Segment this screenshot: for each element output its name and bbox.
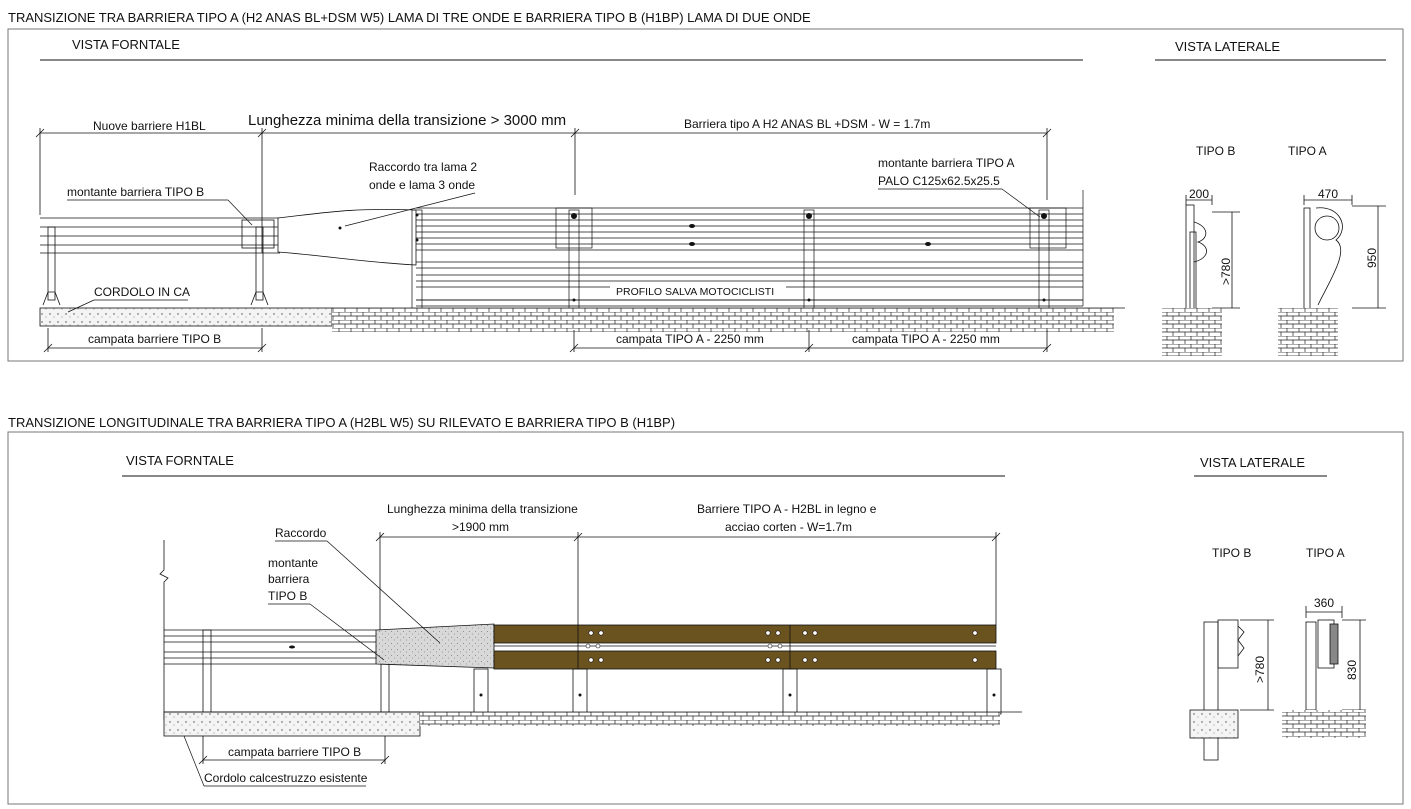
label-post-a-2: PALO C125x62.5x25.5 [878, 174, 1000, 188]
dim-type-a-2a: Barriere TIPO A - H2BL in legno e [697, 502, 877, 516]
side-view-b [1185, 195, 1240, 318]
type-b-barrier [40, 190, 280, 306]
label-post-a-1: montante barriera TIPO A [878, 156, 1015, 170]
dim-min-length-2a: Lunghezza minima della transizione [387, 502, 578, 516]
side-tipo-a: TIPO A [1288, 144, 1327, 158]
label-curb-2: Cordolo calcestruzzo esistente [204, 771, 368, 785]
section-2: TRANSIZIONE LONGITUDINALE TRA BARRIERA T… [7, 415, 1404, 805]
dim-span-b: campata barriere TIPO B [88, 332, 221, 346]
side-dim-780-top: >780 [1219, 258, 1233, 285]
section-1: TRANSIZIONE TRA BARRIERA TIPO A (H2 ANAS… [7, 10, 1404, 362]
section-1-title: TRANSIZIONE TRA BARRIERA TIPO A (H2 ANAS… [8, 10, 811, 25]
dim-span-b-2: campata barriere TIPO B [228, 745, 361, 759]
dim-span-a2: campata TIPO A - 2250 mm [852, 332, 1000, 346]
side-ground-a [1278, 308, 1338, 356]
side-view-a [1303, 195, 1386, 321]
label-post-b: montante barriera TIPO B [67, 185, 204, 199]
dim-type-a: Barriera tipo A H2 ANAS BL +DSM - W = 1.… [684, 117, 930, 131]
transition-piece [277, 209, 417, 266]
bottom-dimension-2 [198, 736, 390, 765]
label-connection: Raccordo [275, 526, 327, 540]
front-view-label: VISTA FORNTALE [72, 37, 180, 52]
dim-min-length-2b: >1900 mm [452, 520, 509, 534]
concrete-curb [39, 307, 333, 327]
side-view-b-2 [1203, 619, 1274, 761]
side-tipo-b-2: TIPO B [1212, 546, 1251, 560]
section-2-title: TRANSIZIONE LONGITUDINALE TRA BARRIERA T… [8, 415, 675, 430]
top-dimension-2 [375, 532, 1001, 630]
transition-piece-2 [375, 623, 495, 669]
side-ground-a-2 [1282, 710, 1366, 738]
side-view-a-2 [1305, 606, 1366, 711]
side-dim-950: 950 [1365, 248, 1379, 268]
type-a-posts-2 [473, 625, 1002, 715]
label-connection-2: onde e lama 3 onde [369, 178, 475, 192]
bottom-dimensions [43, 328, 1052, 353]
side-dim-830: 830 [1345, 660, 1359, 680]
top-dimension [35, 128, 1052, 215]
label-moto-profile: PROFILO SALVA MOTOCICLISTI [616, 286, 774, 298]
dim-type-a-2b: acciao corten - W=1.7m [725, 520, 852, 534]
label-post-3: TIPO B [268, 589, 307, 603]
side-view-label: VISTA LATERALE [1175, 39, 1280, 54]
side-tipo-a-2: TIPO A [1306, 546, 1345, 560]
side-dim-470: 470 [1318, 187, 1338, 201]
dim-min-length: Lunghezza minima della transizione > 300… [248, 112, 566, 129]
concrete-curb-2 [163, 711, 421, 737]
section-1-frame [7, 28, 1404, 362]
front-view-label-2: VISTA FORNTALE [126, 453, 234, 468]
ground-hatch [332, 308, 1114, 332]
side-dim-200: 200 [1189, 187, 1209, 201]
side-dim-360: 360 [1314, 596, 1334, 610]
dim-new-barrier: Nuove barriere H1BL [93, 119, 206, 133]
label-connection-1: Raccordo tra lama 2 [369, 160, 477, 174]
label-post-1: montante [268, 556, 318, 570]
dim-span-a1: campata TIPO A - 2250 mm [616, 332, 764, 346]
side-dim-780-bottom: >780 [1253, 656, 1267, 683]
side-view-label-2: VISTA LATERALE [1200, 455, 1305, 470]
ground-hatch-2 [420, 712, 1000, 726]
label-post-2: barriera [268, 572, 310, 586]
side-ground-b-2 [1189, 709, 1239, 739]
wood-bolts [585, 630, 978, 663]
type-b-rails-2 [164, 629, 390, 723]
section-2-frame [7, 431, 1404, 805]
wood-rails [493, 624, 997, 670]
label-curb: CORDOLO IN CA [94, 285, 190, 299]
side-ground-b [1162, 308, 1222, 356]
side-tipo-b: TIPO B [1196, 144, 1235, 158]
